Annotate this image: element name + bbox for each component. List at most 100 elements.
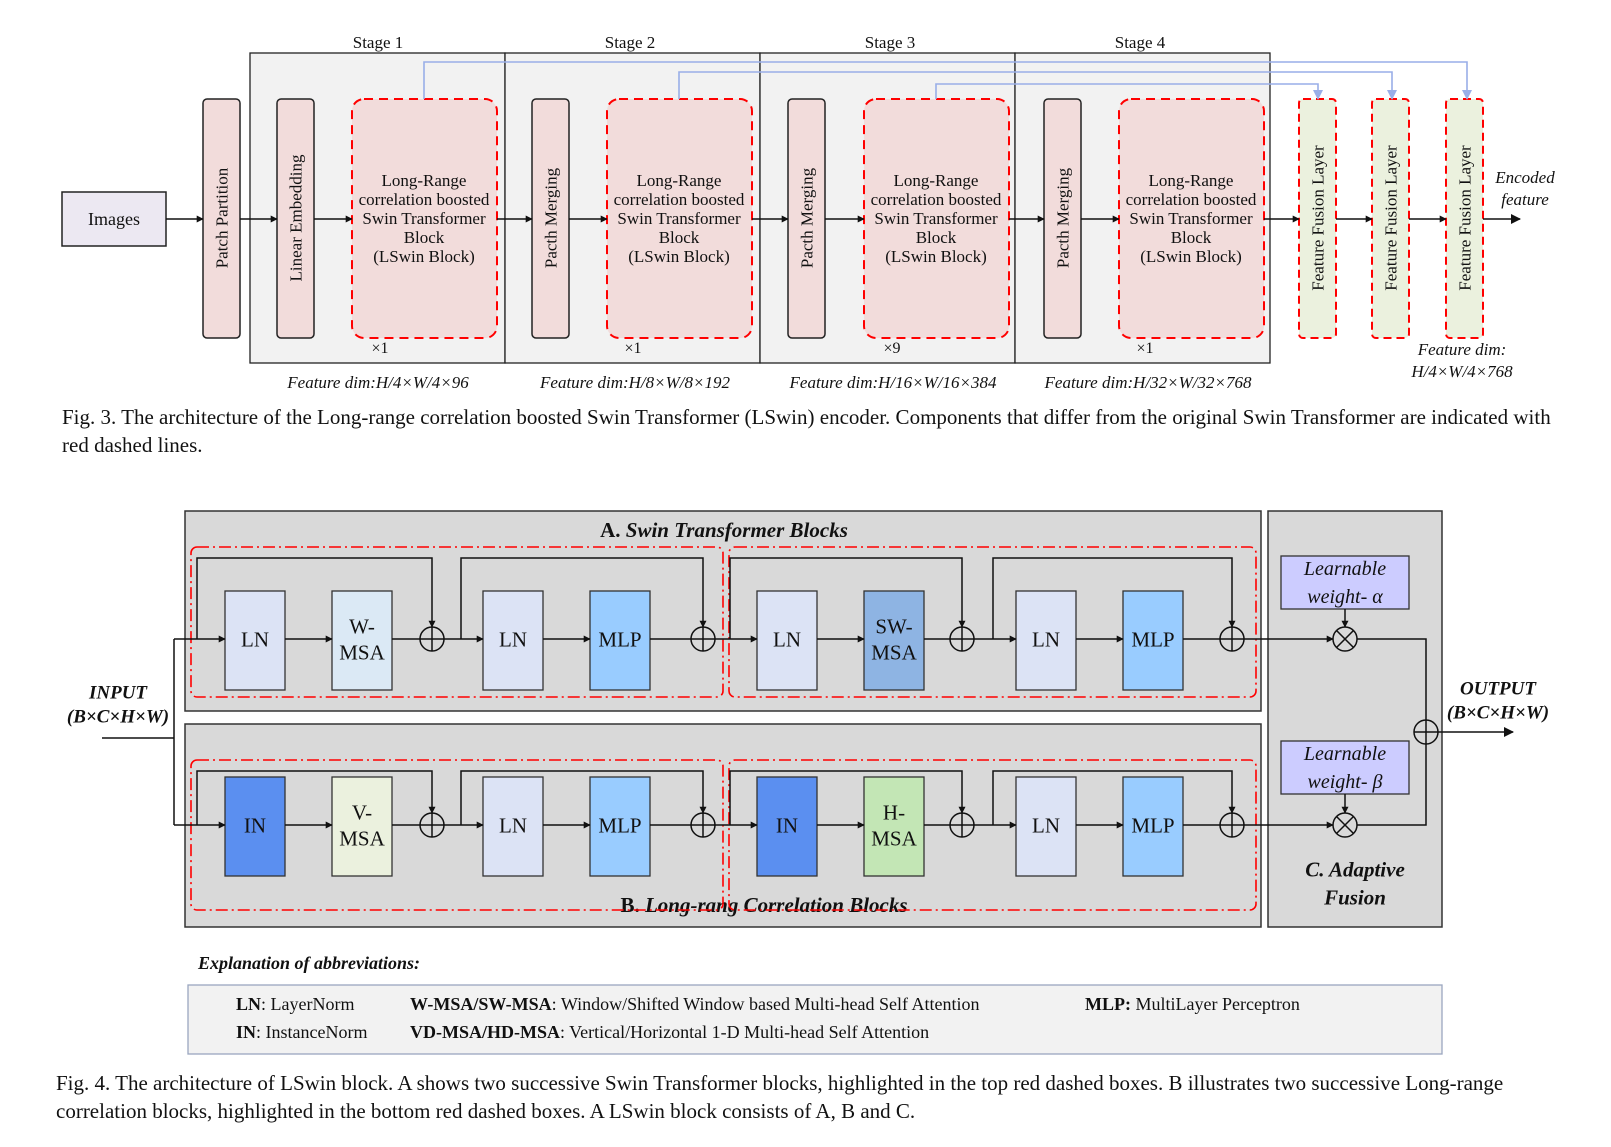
patch-merging-3-label: Pacth Merging (798, 167, 817, 268)
weight-alpha-text-line-1: weight- α (1307, 586, 1383, 608)
stage-4-feature-dim: Feature dim:H/32×W/32×768 (1044, 373, 1252, 392)
stage-2-repeat: ×1 (624, 340, 641, 357)
images-label: Images (88, 209, 140, 229)
skip-connection-1 (423, 61, 1472, 100)
stage-1-feature-dim: Feature dim:H/4×W/4×96 (286, 373, 469, 392)
row-a-block-2 (482, 590, 544, 691)
row-a-block-3 (589, 590, 651, 691)
row-b-residual-1 (460, 770, 707, 825)
abbrev-mlp: MLP: MultiLayer Perceptron (1085, 994, 1300, 1014)
row-b-block-6 (1015, 776, 1077, 877)
row-b-add-3 (1219, 812, 1245, 838)
row-a-residual-0 (196, 557, 436, 639)
lswin-block-4-text-line-4: (LSwin Block) (1140, 247, 1242, 266)
row-a-add-3 (1219, 626, 1245, 652)
final-feature-dim-line-1: H/4×W/4×768 (1410, 362, 1513, 381)
beta-to-sum (1357, 744, 1427, 826)
lswin-block-4-text-line-1: correlation boosted (1126, 190, 1257, 209)
row-b-block-7-text-line-0: MLP (1131, 813, 1174, 837)
stage-2-label: Stage 2 (605, 33, 656, 52)
encoded-feature-line-0: Encoded (1494, 168, 1555, 187)
red-subblock-4 (728, 759, 1257, 911)
lswin-block-1-text-line-1: correlation boosted (359, 190, 490, 209)
row-a-residual-3 (992, 557, 1236, 639)
row-a-block-5-text-line-0: SW- (875, 614, 912, 638)
row-a-block-1-text-line-0: W- (349, 614, 375, 638)
row-a-block-5-text-line-1: MSA (871, 640, 917, 664)
red-subblock-1 (190, 546, 724, 698)
fig4-caption: Fig. 4. The architecture of LSwin block.… (56, 1071, 1504, 1123)
row-b-add-2 (949, 812, 975, 838)
fig3-caption: Fig. 3. The architecture of the Long-ran… (62, 405, 1551, 457)
lswin-block-2-text-line-0: Long-Range (637, 171, 722, 190)
row-a-block-1-text-line-1: MSA (339, 640, 385, 664)
feature-fusion-1-label: Feature Fusion Layer (1309, 145, 1328, 291)
lswin-block-3-text-line-3: Block (916, 228, 957, 247)
images-box (61, 191, 167, 247)
panel-c-title-line-1: Fusion (1323, 885, 1386, 909)
feature-fusion-2-label: Feature Fusion Layer (1382, 145, 1401, 291)
panel-b-title: B. Long-rang Correlation Blocks (620, 893, 907, 917)
lswin-block-2-text-line-3: Block (659, 228, 700, 247)
lswin-block-3-text-line-1: correlation boosted (871, 190, 1002, 209)
row-a-block-0 (224, 590, 286, 691)
skip-connection-2 (678, 71, 1397, 100)
row-b-add-1 (690, 812, 716, 838)
input-label-line-1: (B×C×H×W) (67, 707, 169, 728)
lswin-block-3-text-line-2: Swin Transformer (874, 209, 998, 228)
stage-3-feature-dim: Feature dim:H/16×W/16×384 (789, 373, 997, 392)
row-a-residual-1 (460, 557, 707, 639)
row-b-block-3-text-line-0: MLP (598, 813, 641, 837)
row-b-block-3 (589, 776, 651, 877)
row-b-block-2-text-line-0: LN (499, 813, 527, 837)
lswin-block-1-text-line-3: Block (404, 228, 445, 247)
patch-merging-4-label: Pacth Merging (1054, 167, 1073, 268)
lswin-block-2-text-line-2: Swin Transformer (617, 209, 741, 228)
row-b-add-0 (419, 812, 445, 838)
row-b-block-5 (863, 776, 925, 877)
alpha-to-sum (1357, 638, 1427, 720)
row-a-block-5 (863, 590, 925, 691)
abbrev-title: Explanation of abbreviations: (197, 953, 420, 973)
abbrev-w-msa: W-MSA/SW-MSA: Window/Shifted Window base… (410, 994, 980, 1014)
lswin-block-1-text-line-0: Long-Range (382, 171, 467, 190)
row-b-residual-2 (729, 770, 966, 825)
lswin-block-4-text-line-3: Block (1171, 228, 1212, 247)
row-b-block-1-text-line-1: MSA (339, 826, 385, 850)
linear-embedding-label: Linear Embedding (287, 154, 306, 281)
row-b-block-4-text-line-0: IN (776, 813, 798, 837)
lswin-block-3-text-line-4: (LSwin Block) (885, 247, 987, 266)
encoded-feature-line-1: feature (1501, 190, 1549, 209)
feature-fusion-3-label: Feature Fusion Layer (1456, 145, 1475, 291)
row-a-block-6 (1015, 590, 1077, 691)
row-b-block-2 (482, 776, 544, 877)
row-b-block-7 (1122, 776, 1184, 877)
lswin-block-2-text-line-1: correlation boosted (614, 190, 745, 209)
patch-partition-label: Patch Partition (213, 167, 232, 268)
row-b-block-1-text-line-0: V- (352, 800, 372, 824)
row-a-block-7-text-line-0: MLP (1131, 627, 1174, 651)
row-b-block-0-text-line-0: IN (244, 813, 266, 837)
stage-4-repeat: ×1 (1136, 340, 1153, 357)
row-a-block-0-text-line-0: LN (241, 627, 269, 651)
row-a-block-2-text-line-0: LN (499, 627, 527, 651)
row-b-block-1 (331, 776, 393, 877)
panel-c-title-line-0: C. Adaptive (1305, 857, 1405, 881)
weight-beta-text-line-1: weight- β (1308, 771, 1383, 793)
stage-3-label: Stage 3 (865, 33, 916, 52)
red-subblock-2 (728, 546, 1257, 698)
red-subblock-3 (190, 759, 724, 911)
stage-1-label: Stage 1 (353, 33, 404, 52)
weight-beta-text-line-0: Learnable (1303, 743, 1386, 765)
abbrev-in: IN: InstanceNorm (236, 1022, 367, 1042)
final-feature-dim-line-0: Feature dim: (1417, 340, 1507, 359)
lswin-block-3-text-line-0: Long-Range (894, 171, 979, 190)
row-a-add-1 (690, 626, 716, 652)
abbrev-vd-msa: VD-MSA/HD-MSA: Vertical/Horizontal 1-D M… (410, 1022, 929, 1042)
output-label-line-1: (B×C×H×W) (1447, 703, 1549, 724)
row-b-block-6-text-line-0: LN (1032, 813, 1060, 837)
row-b-block-0 (224, 776, 286, 877)
stage-4-label: Stage 4 (1115, 33, 1166, 52)
